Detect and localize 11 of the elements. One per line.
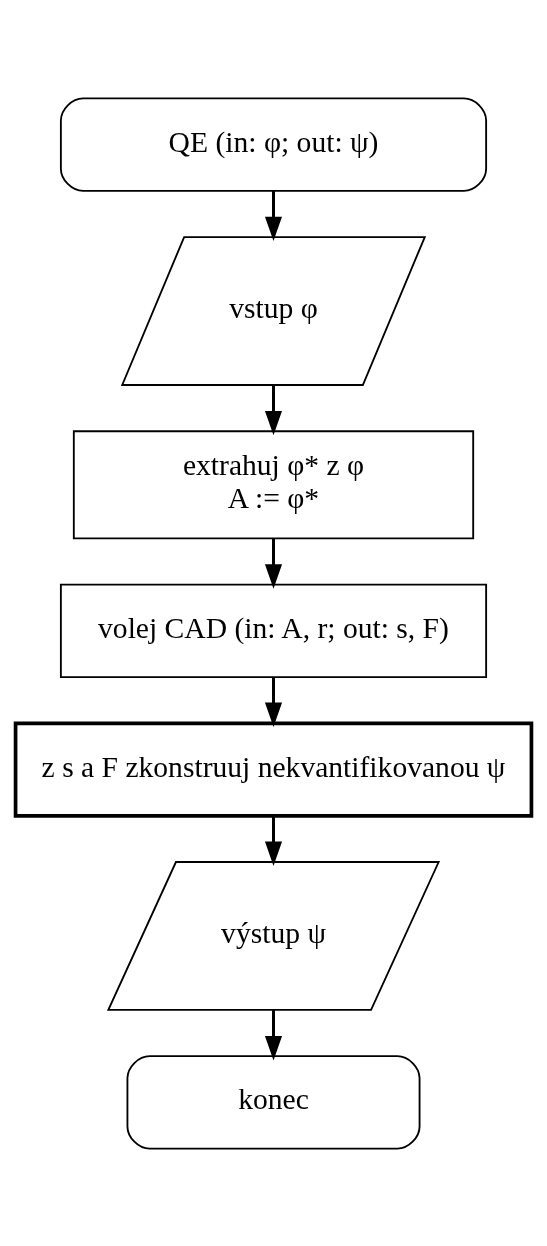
arrow <box>264 538 283 589</box>
node-box: volej CAD (in: A, r; out: s, F) <box>59 583 488 678</box>
node-box: konec <box>126 1054 421 1150</box>
arrow <box>264 815 283 866</box>
arrow <box>264 190 283 241</box>
arrow <box>264 1009 283 1060</box>
node-box: z s a F zkonstruuj nekvantifikovanou ψ <box>13 721 534 818</box>
arrow <box>264 677 283 727</box>
node-box: QE (in: φ; out: ψ) <box>59 96 488 192</box>
arrow <box>264 384 283 435</box>
node-box: extrahuj φ* z φ A := φ* <box>72 429 475 539</box>
